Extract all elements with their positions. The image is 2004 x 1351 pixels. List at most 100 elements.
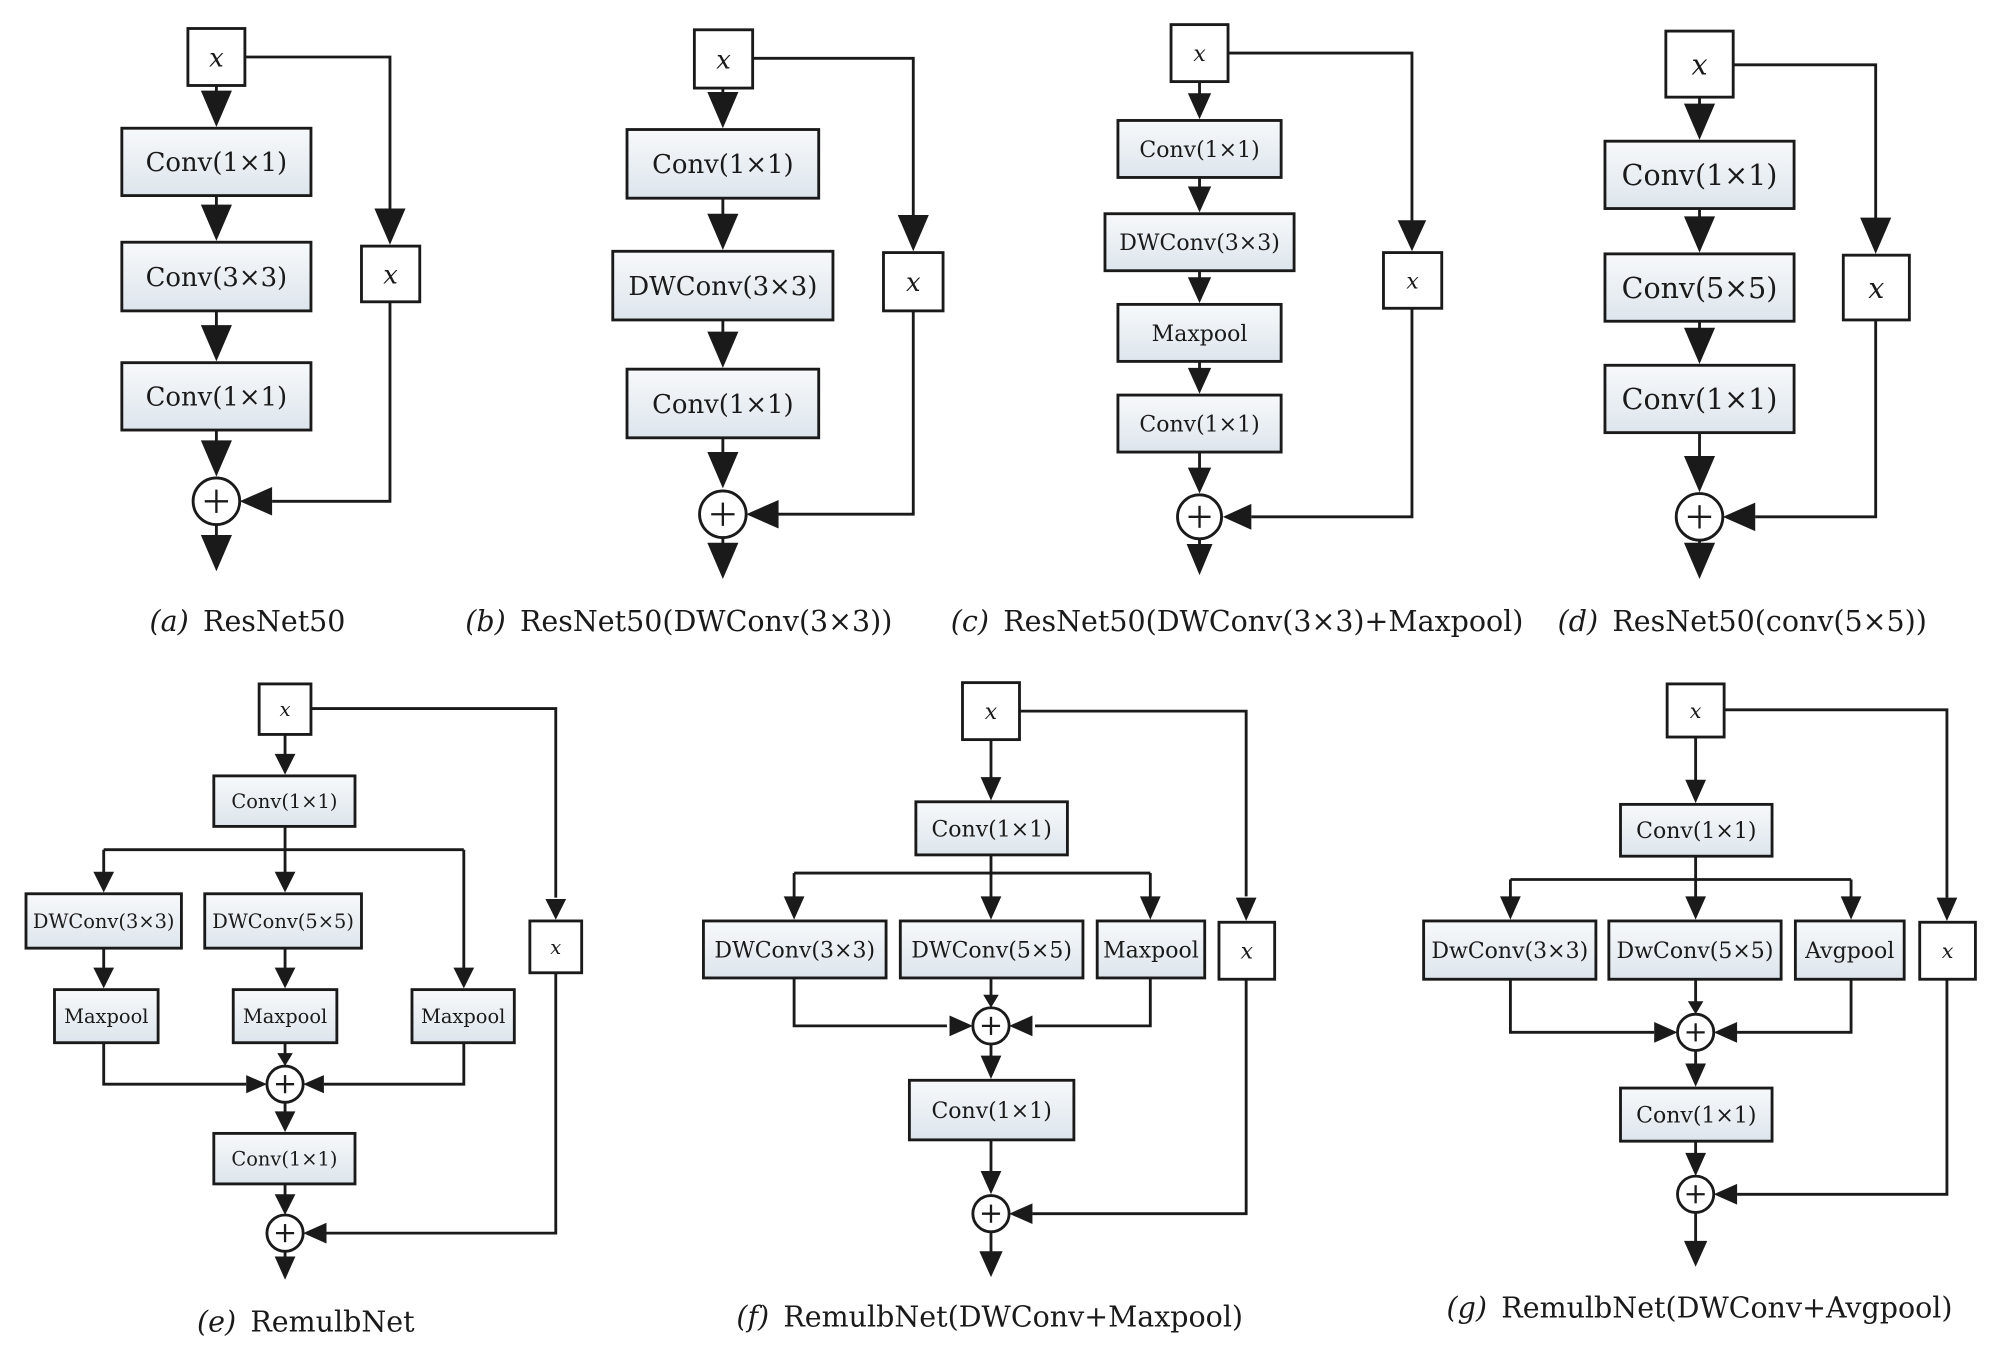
arrow-head <box>1397 220 1427 252</box>
arrow-head <box>1235 897 1257 921</box>
arrow-head <box>979 1251 1003 1278</box>
arrow-head <box>303 1075 324 1094</box>
arrow-head <box>707 91 739 129</box>
diagram-g: xConv(1×1)DwConv(3×3)DwConv(5×5)AvgpoolC… <box>1422 682 1977 1324</box>
diagram-b: xConv(1×1)DWConv(3×3)Conv(1×1)x(b)ResNet… <box>465 28 945 638</box>
conv1x1-g1-box <box>1619 802 1774 858</box>
arrow-head <box>1683 1240 1708 1267</box>
dwconv3x3-e-box <box>24 892 183 950</box>
arrow-head <box>1654 1021 1678 1043</box>
arrow-head <box>1683 327 1716 364</box>
skip-x-box <box>1382 251 1444 310</box>
dwconv3x3-f-label: DWConv(3×3) <box>714 938 875 963</box>
arrow-head <box>274 967 296 989</box>
conv5x5-d-label: Conv(5×5) <box>1622 272 1778 305</box>
input-x-label: x <box>1691 48 1707 81</box>
input-x-label: x <box>1690 699 1702 723</box>
arrow-head <box>303 1222 327 1244</box>
arrow-head <box>1187 93 1212 120</box>
arrow-head <box>200 325 232 362</box>
arrow-head <box>980 1055 1002 1079</box>
skip-x-label: x <box>383 260 398 290</box>
caption-text: RemulbNet <box>250 1306 415 1339</box>
arrow-head <box>1685 896 1706 920</box>
arrow-head <box>983 994 999 1008</box>
caption-text: ResNet50(DWConv(3×3)+Maxpool) <box>1003 605 1523 638</box>
arrow-head <box>453 967 475 989</box>
arrow-head <box>897 215 929 252</box>
dwconv5x5-e-label: DWConv(5×5) <box>212 910 354 933</box>
conv1x1-c2-box <box>1116 393 1283 454</box>
conv1x1-a1-box <box>120 126 313 198</box>
caption-c: (c) ResNet50(DWConv(3×3)+Maxpool) <box>951 605 1524 638</box>
arrow-head <box>707 213 739 250</box>
conv1x1-b1-box <box>625 128 821 200</box>
arrow-head <box>1187 467 1212 494</box>
connector-line <box>272 301 392 503</box>
input-x-box <box>1664 29 1735 99</box>
skip-x-box <box>1217 920 1277 981</box>
conv1x1-c1-label: Conv(1×1) <box>1139 138 1259 163</box>
dwconv3x3-b-box <box>611 249 835 322</box>
arrow-head <box>707 542 739 579</box>
conv1x1-f1-box <box>914 800 1069 857</box>
connector-line <box>1733 63 1878 221</box>
arrow-head <box>949 1015 973 1037</box>
arrow-head <box>980 777 1002 801</box>
skip-x-label: x <box>1241 940 1254 965</box>
skip-x-label: x <box>1942 939 1954 963</box>
caption-letter: (c) <box>951 605 989 638</box>
maxpool-e2-box <box>231 988 339 1045</box>
diagram-d: xConv(1×1)Conv(5×5)Conv(1×1)x(d)ResNet50… <box>1558 29 1927 638</box>
dwconv3x3-b-label: DWConv(3×3) <box>628 272 817 302</box>
arrow-head <box>239 487 273 516</box>
dwconv5x5-f-label: DWConv(5×5) <box>911 938 1072 963</box>
skip-x-box <box>1841 253 1911 322</box>
maxpool-e3-box <box>410 988 516 1045</box>
arrow-head <box>1009 1203 1033 1225</box>
arrow-head <box>746 499 779 529</box>
arrow-head <box>707 452 739 489</box>
caption-letter: (g) <box>1447 1291 1487 1324</box>
caption-d: (d)ResNet50(conv(5×5)) <box>1558 605 1927 638</box>
arrow-head <box>1936 897 1958 921</box>
conv1x1-a2-label: Conv(1×1) <box>146 383 288 413</box>
skip-x-label: x <box>1406 269 1419 294</box>
arrow-head <box>1139 896 1161 920</box>
arrow-head <box>1683 103 1716 140</box>
arrow-head <box>374 208 406 245</box>
conv1x1-g2-box <box>1619 1086 1774 1143</box>
arrow-head <box>1687 1001 1704 1015</box>
conv1x1-d1-box <box>1603 139 1796 210</box>
conv1x1-d2-label: Conv(1×1) <box>1622 383 1778 416</box>
arrow-head <box>200 534 232 572</box>
connector-line <box>1032 979 1248 1216</box>
arrow-head <box>1683 216 1716 253</box>
caption-letter: (e) <box>197 1306 236 1339</box>
arrow-head <box>274 1194 296 1215</box>
connector-line <box>1755 319 1878 519</box>
connector-line <box>244 55 392 214</box>
arrow-head <box>545 898 567 920</box>
arrow-head <box>1683 455 1716 493</box>
avgpool-g-label: Avgpool <box>1804 939 1894 964</box>
maxpool-e1-box <box>53 988 160 1045</box>
arrow-head <box>1187 277 1212 304</box>
conv1x1-b2-label: Conv(1×1) <box>652 390 794 420</box>
diagram-c: xConv(1×1)DWConv(3×3)MaxpoolConv(1×1)x(c… <box>951 23 1524 638</box>
arrow-head <box>200 204 232 241</box>
avgpool-g-box <box>1793 919 1906 981</box>
caption-f: (f)RemulbNet(DWConv+Maxpool) <box>736 1300 1243 1333</box>
conv1x1-g2-label: Conv(1×1) <box>1636 1104 1756 1129</box>
caption-letter: (f) <box>736 1300 769 1333</box>
arrow-head <box>93 871 115 893</box>
arrow-head <box>1713 1183 1738 1205</box>
conv1x1-e2-label: Conv(1×1) <box>231 1148 337 1171</box>
arrow-head <box>1685 1152 1706 1177</box>
input-x-box <box>961 681 1021 742</box>
arrow-head <box>1500 896 1521 920</box>
connector-line <box>1724 708 1949 898</box>
arrow-head <box>1685 779 1706 804</box>
connector-line <box>1035 977 1152 1028</box>
